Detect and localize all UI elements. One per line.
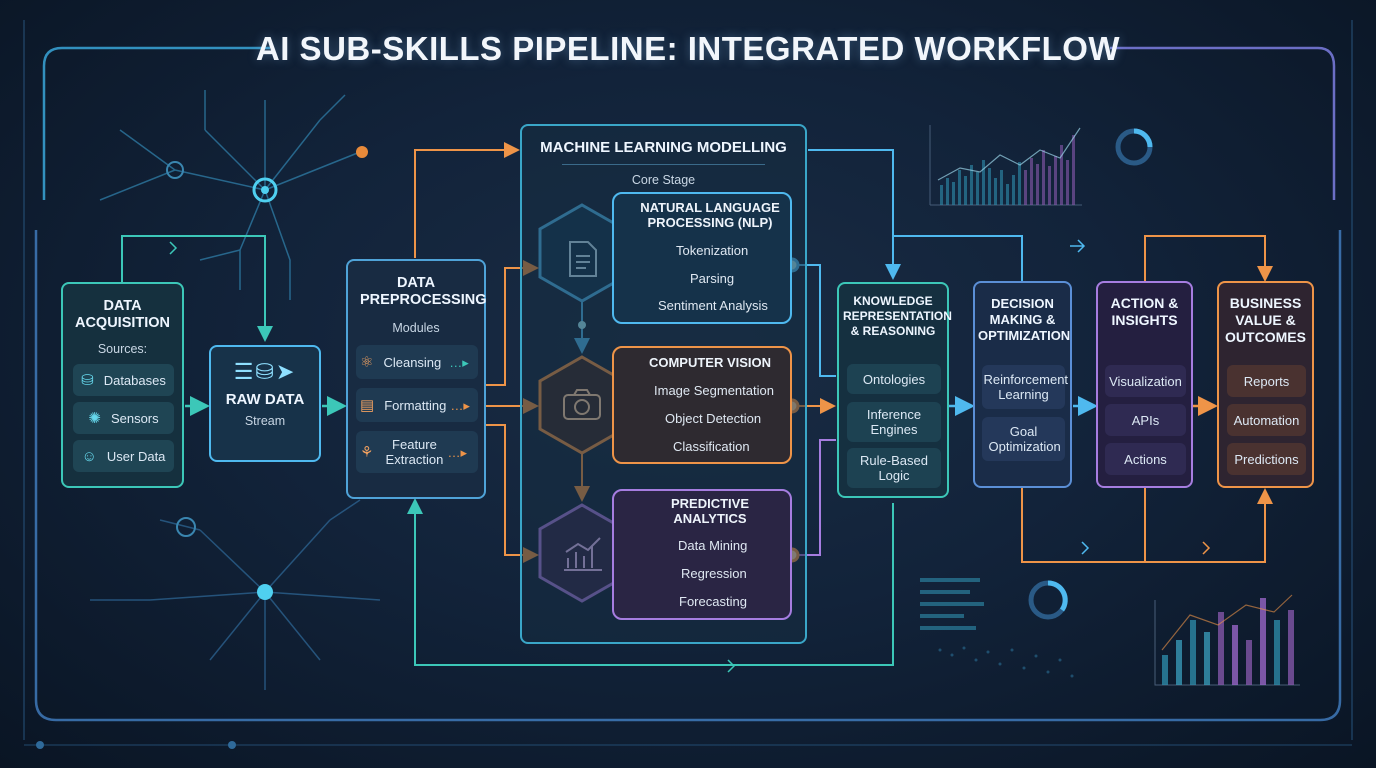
knowledge-ontologies[interactable]: Ontologies <box>847 364 941 394</box>
pa-title: PREDICTIVE ANALYTICS <box>670 496 749 526</box>
pa-panel <box>612 489 792 620</box>
page-title: AI SUB-SKILLS PIPELINE: INTEGRATED WORKF… <box>255 30 1121 67</box>
branch-icon: ⚛ <box>360 353 374 371</box>
module-cleansing[interactable]: ⚛ Cleansing …▸ <box>356 345 478 379</box>
source-user-data[interactable]: ☺ User Data <box>73 440 174 472</box>
source-sensors[interactable]: ✺ Sensors <box>73 402 174 434</box>
business-automation[interactable]: Automation <box>1227 404 1306 436</box>
cv-item-classification[interactable]: Classification <box>673 439 750 454</box>
preprocessing-title: DATA PREPROCESSING <box>360 275 487 308</box>
nlp-panel <box>612 192 792 324</box>
cv-item-segmentation[interactable]: Image Segmentation <box>654 383 774 398</box>
nlp-item-tokenization[interactable]: Tokenization <box>676 243 749 258</box>
pa-item-forecasting[interactable]: Forecasting <box>679 594 747 609</box>
nlp-title: NATURAL LANGUAGE PROCESSING (NLP) <box>640 200 780 230</box>
item-label: Rule-Based Logic <box>860 453 928 483</box>
database-stack-icon: ☰⛁➤ <box>233 359 297 384</box>
source-databases[interactable]: ⛁ Databases <box>73 364 174 396</box>
module-label: Feature Extraction <box>385 437 444 467</box>
item-label: Goal Optimization <box>988 424 1061 454</box>
database-icon: ⛁ <box>81 371 94 389</box>
user-icon: ☺ <box>81 447 97 465</box>
arrow-right-icon: …▸ <box>447 444 467 460</box>
decision-reinforcement[interactable]: Reinforcement Learning <box>982 365 1069 409</box>
acquisition-sources-label: Sources: <box>97 342 148 356</box>
action-visualization[interactable]: Visualization <box>1105 365 1186 397</box>
item-label: Automation <box>1233 412 1300 428</box>
raw-data-sub: Stream <box>244 414 286 428</box>
data-preprocessing-panel: DATA PREPROCESSING Modules ⚛ Cleansing …… <box>346 259 487 499</box>
nlp-item-sentiment[interactable]: Sentiment Analysis <box>658 298 768 313</box>
source-label: Sensors <box>110 410 159 426</box>
business-title: BUSINESS VALUE & OUTCOMES <box>1225 295 1306 345</box>
decision-goal[interactable]: Goal Optimization <box>982 417 1065 461</box>
source-label: User Data <box>106 448 166 464</box>
ml-sub: Core Stage <box>631 173 696 187</box>
item-label: APIs <box>1131 412 1160 428</box>
decision-panel: DECISION MAKING & OPTIMIZATION Reinforce… <box>973 281 1072 488</box>
ml-title: MACHINE LEARNING MODELLING <box>540 139 787 156</box>
item-label: Visualization <box>1109 373 1182 389</box>
action-actions[interactable]: Actions <box>1105 443 1186 475</box>
arrow-right-icon: …▸ <box>449 354 469 370</box>
action-title: ACTION & INSIGHTS <box>1110 295 1179 328</box>
knowledge-title: KNOWLEDGE REPRESENTATION & REASONING <box>843 294 952 338</box>
list-icon: ▤ <box>360 396 375 414</box>
nodes-icon: ⚘ <box>360 443 374 461</box>
acquisition-title: DATA ACQUISITION <box>74 298 171 331</box>
cv-item-detection[interactable]: Object Detection <box>665 411 762 426</box>
preprocessing-sub: Modules <box>392 321 440 335</box>
knowledge-rules[interactable]: Rule-Based Logic <box>847 448 941 488</box>
module-label: Cleansing <box>383 354 442 370</box>
pa-item-data-mining[interactable]: Data Mining <box>678 538 748 553</box>
knowledge-inference[interactable]: Inference Engines <box>847 402 941 442</box>
business-panel: BUSINESS VALUE & OUTCOMES Reports Automa… <box>1217 281 1314 488</box>
module-feature-extraction[interactable]: ⚘ Feature Extraction …▸ <box>356 431 478 473</box>
cv-title: COMPUTER VISION <box>648 355 772 370</box>
item-label: Actions <box>1124 451 1167 467</box>
business-predictions[interactable]: Predictions <box>1227 443 1306 475</box>
action-panel: ACTION & INSIGHTS Visualization APIs Act… <box>1096 281 1193 488</box>
decision-title: DECISION MAKING & OPTIMIZATION <box>978 296 1071 343</box>
source-label: Databases <box>103 372 166 388</box>
arrow-right-icon: …▸ <box>450 397 470 413</box>
raw-data-panel: ☰⛁➤ RAW DATA Stream <box>209 345 321 462</box>
action-apis[interactable]: APIs <box>1105 404 1186 436</box>
item-label: Predictions <box>1234 451 1299 467</box>
data-acquisition-panel: DATA ACQUISITION Sources: ⛁ Databases ✺ … <box>61 282 184 488</box>
module-formatting[interactable]: ▤ Formatting …▸ <box>356 388 478 422</box>
sensor-icon: ✺ <box>88 409 101 427</box>
nlp-item-parsing[interactable]: Parsing <box>690 271 735 286</box>
module-label: Formatting <box>384 397 447 413</box>
item-label: Ontologies <box>862 371 926 387</box>
item-label: Reinforcement Learning <box>983 372 1069 402</box>
cv-panel <box>612 346 792 464</box>
raw-data-title: RAW DATA <box>225 391 305 408</box>
pa-item-regression[interactable]: Regression <box>681 566 747 581</box>
business-reports[interactable]: Reports <box>1227 365 1306 397</box>
knowledge-panel: KNOWLEDGE REPRESENTATION & REASONING Ont… <box>837 282 952 498</box>
item-label: Reports <box>1243 373 1290 389</box>
item-label: Inference Engines <box>866 407 922 437</box>
